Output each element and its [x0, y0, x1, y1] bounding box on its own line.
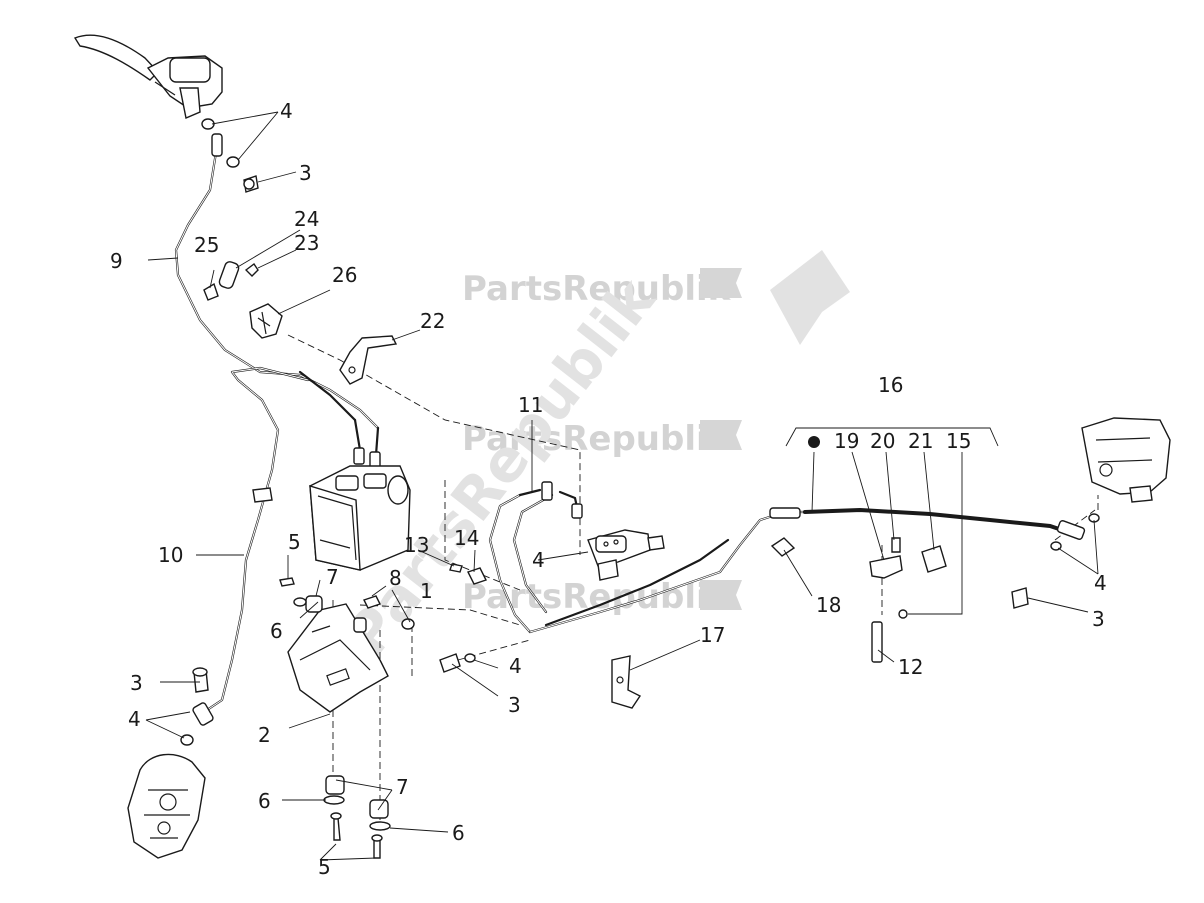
- callout-3-left: 3: [130, 671, 143, 695]
- watermark-gear-icon: [700, 250, 850, 610]
- callout-20: 20: [870, 429, 895, 453]
- clip-18: [770, 537, 796, 557]
- callout-22: 22: [420, 309, 445, 333]
- callout-5-lower: 5: [318, 855, 331, 879]
- front-master-cylinder: [73, 34, 223, 119]
- o-ring-icon: [201, 118, 240, 168]
- rear-brake-hose-16: [769, 436, 1086, 540]
- callout-6-lower-left: 6: [258, 789, 271, 813]
- screw-icon: [279, 577, 415, 859]
- hose-kit-marker-icon: [808, 436, 820, 448]
- callout-24: 24: [294, 207, 319, 231]
- callout-4-top: 4: [280, 99, 293, 123]
- callout-4-center: 4: [532, 548, 545, 572]
- callout-numbers: 4 3 9 24 23 25 26 22 11 10 13 14 4 5 7 8…: [110, 99, 1107, 879]
- callout-11: 11: [518, 393, 543, 417]
- callout-5-upper: 5: [288, 530, 301, 554]
- clip-parts-13-14: [449, 563, 487, 585]
- callout-14: 14: [454, 526, 479, 550]
- callout-2: 2: [258, 723, 271, 747]
- callout-8: 8: [389, 566, 402, 590]
- callout-15: 15: [946, 429, 971, 453]
- callout-4-left: 4: [128, 707, 141, 731]
- sensor-clip-parts: [203, 261, 283, 339]
- rear-banjo-bolt: [1011, 513, 1100, 609]
- callout-4-mid: 4: [509, 654, 522, 678]
- rear-brake-caliper: [1081, 417, 1171, 503]
- front-brake-hose-9: [174, 133, 380, 430]
- hose-mount-parts: [869, 537, 947, 663]
- callout-7-upper: 7: [326, 565, 339, 589]
- callout-4-right: 4: [1094, 571, 1107, 595]
- bottom-left-seals: [180, 667, 209, 746]
- callout-17: 17: [700, 623, 725, 647]
- callout-7-lower: 7: [396, 775, 409, 799]
- callout-6-upper: 6: [270, 619, 283, 643]
- callout-9: 9: [110, 249, 123, 273]
- watermark-text-1: PartsRepublik: [462, 269, 732, 309]
- center-banjo-bolt: [439, 653, 476, 673]
- callout-19: 19: [834, 429, 859, 453]
- callout-13: 13: [404, 533, 429, 557]
- watermark-text-2: PartsRepublik: [462, 419, 732, 459]
- callout-25: 25: [194, 233, 219, 257]
- callout-3-top: 3: [299, 161, 312, 185]
- callout-16: 16: [878, 373, 903, 397]
- callout-1: 1: [420, 579, 433, 603]
- bracket-17: [611, 655, 642, 709]
- group-bracket-16: [785, 427, 999, 447]
- rear-master-cylinder: [587, 529, 665, 581]
- callout-23: 23: [294, 231, 319, 255]
- callout-10: 10: [158, 543, 183, 567]
- watermark-group: PartsRepublik PartsRepublik PartsRepubli…: [332, 250, 850, 669]
- callout-3-mid: 3: [508, 693, 521, 717]
- front-brake-caliper: [127, 753, 206, 859]
- abs-bracket-2: [287, 603, 389, 713]
- callout-21: 21: [908, 429, 933, 453]
- brake-pipe-11: [488, 481, 583, 634]
- banjo-bolt-icon: [243, 175, 259, 193]
- callout-12: 12: [898, 655, 923, 679]
- callout-6-lower-right: 6: [452, 821, 465, 845]
- abs-modulator-unit: [309, 465, 411, 571]
- callout-18: 18: [816, 593, 841, 617]
- bracket-22: [339, 335, 398, 385]
- front-brake-hose-10: [192, 366, 381, 726]
- callout-26: 26: [332, 263, 357, 287]
- leader-lines: [145, 111, 1099, 861]
- callout-3-right: 3: [1092, 607, 1105, 631]
